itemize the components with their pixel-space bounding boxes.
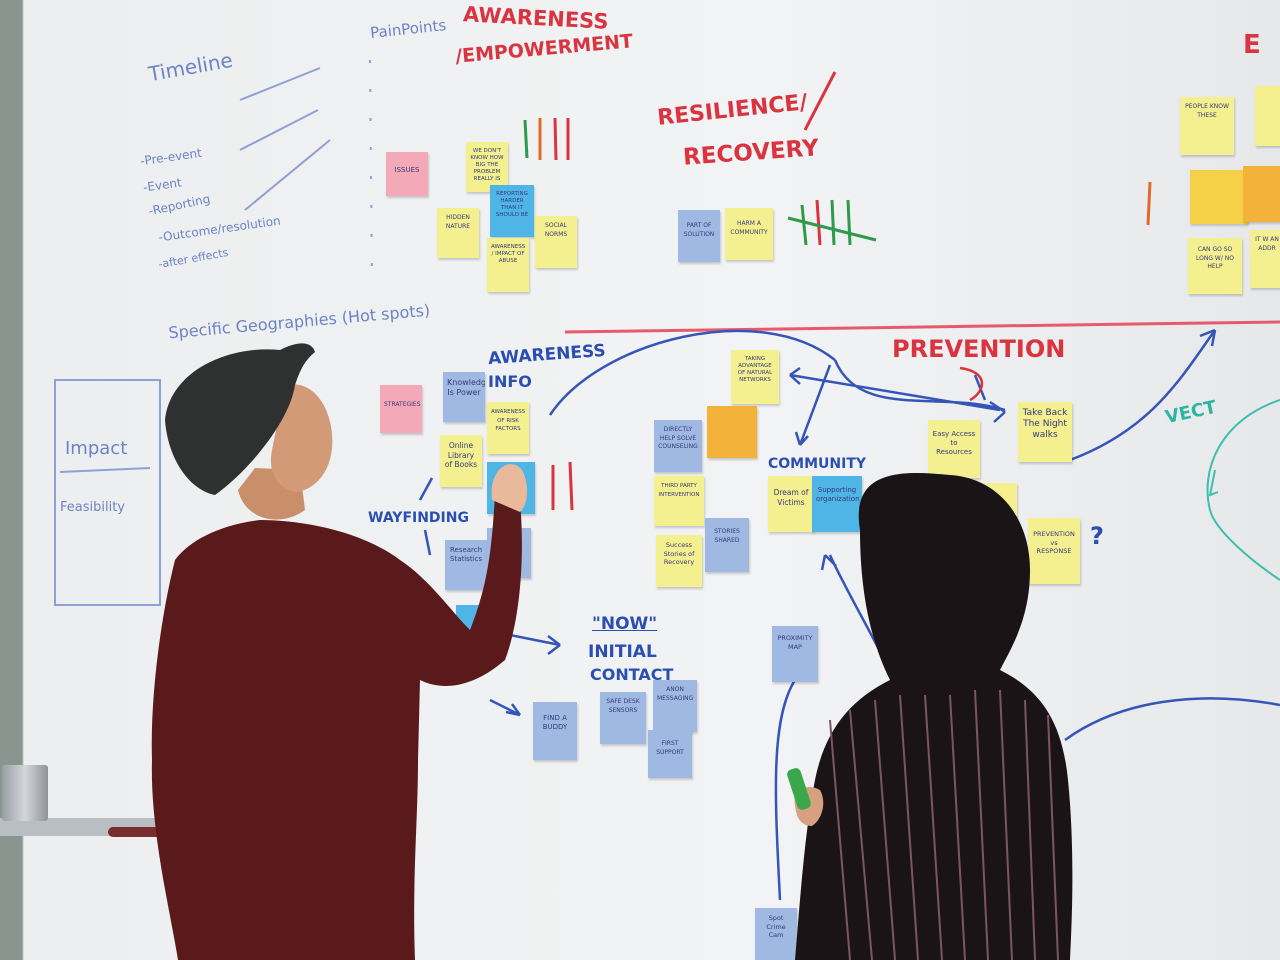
sticky-find-a-buddy[interactable]: FIND A BUDDY [533, 702, 577, 760]
sticky-easy-access[interactable]: Easy Access to Resources [928, 420, 980, 478]
sticky-harm-community[interactable]: HARM A COMMUNITY [725, 208, 773, 260]
sticky-proximity-map[interactable]: PROXIMITY MAP [772, 626, 818, 682]
feasibility-label: Feasibility [60, 500, 125, 515]
person-right-silhouette [795, 473, 1073, 960]
sticky-people-know-these[interactable]: PEOPLE KNOW THESE [1180, 97, 1234, 155]
sticky-top-right-edge[interactable] [1255, 86, 1280, 146]
sticky-social-norms[interactable]: SOCIAL NORMS [535, 216, 577, 268]
sticky-supporting-organization[interactable]: Supporting organization [812, 476, 862, 532]
sticky-prevention-response[interactable]: PREVENTION vs RESPONSE [1028, 518, 1080, 584]
sticky-orange-right[interactable] [1190, 170, 1248, 224]
sticky-knowledge-is-power[interactable]: Knowledge Is Power [443, 372, 485, 422]
impact-label: Impact [65, 438, 128, 459]
sticky-reporting-harder[interactable]: REPORTING HARDER THAN IT SHOULD BE [490, 185, 534, 237]
person-left-shirt [151, 495, 522, 960]
heading-info: INFO [488, 372, 532, 391]
sticky-strategies[interactable]: STRATEGIES [380, 385, 422, 433]
heading-wayfinding: WAYFINDING [368, 510, 469, 526]
sticky-spot-camera[interactable]: Spot Crime Cam [755, 908, 797, 960]
sticky-right-fragment[interactable]: IT W AN ADDR [1250, 230, 1280, 288]
red-divider-line [564, 320, 1280, 334]
sticky-part-of-solution[interactable]: PART OF SOLUTION [678, 210, 720, 262]
sticky-people-dont-know[interactable]: WE DON'T KNOW HOW BIG THE PROBLEM REALLY… [466, 142, 508, 192]
impact-box [54, 379, 161, 606]
sticky-first-support[interactable]: FIRST SUPPORT [648, 730, 692, 778]
sticky-research-statistics[interactable]: Research Statistics [445, 540, 487, 590]
person-left-hand [491, 464, 528, 512]
pencil-cup-icon [2, 765, 48, 821]
person-left-cap [165, 343, 315, 495]
sticky-third-party[interactable]: THIRD PARTY INTERVENTION [654, 476, 704, 526]
marker-pen-icon[interactable] [108, 827, 178, 837]
sticky-hidden-nature[interactable]: HIDDEN NATURE [437, 208, 479, 258]
sticky-directly-help[interactable]: DIRECTLY HELP SOLVE COUNSELING [654, 420, 702, 472]
sticky-orange-edge[interactable] [1243, 166, 1280, 222]
sticky-issues[interactable]: ISSUES [386, 152, 428, 196]
heading-prevention: PREVENTION [892, 335, 1066, 363]
heading-community: COMMUNITY [768, 456, 867, 472]
sticky-dream-of-victims[interactable]: Dream of Victims [768, 476, 814, 532]
sticky-anon-messaging[interactable]: ANON MESSAGING [653, 680, 697, 732]
sticky-can-go-so-long[interactable]: CAN GO SO LONG W/ NO HELP [1188, 238, 1242, 294]
sticky-safe-sensors[interactable]: SAFE DESK SENSORS [600, 692, 646, 744]
sticky-awareness-risk[interactable]: AWARENESS OF RISK FACTORS [487, 402, 529, 454]
sticky-success-stories[interactable]: Success Stories of Recovery [656, 535, 702, 587]
question-mark: ? [1090, 522, 1104, 550]
sticky-stories-shared[interactable]: STORIES SHARED [705, 518, 749, 572]
sticky-orange-center[interactable] [707, 406, 757, 458]
heading-contact: CONTACT [590, 665, 674, 684]
sticky-online-library[interactable]: Online Library of Books [440, 435, 482, 487]
sticky-take-back-night[interactable]: Take Back The Night walks [1018, 402, 1072, 462]
heading-initial: INITIAL [588, 642, 657, 662]
sticky-taking-advantage[interactable]: TAKING ADVANTAGE OF NATURAL NETWORKS [731, 350, 779, 404]
marker-pen-icon[interactable] [786, 767, 812, 811]
heading-top-right-fragment: E [1243, 30, 1261, 60]
heading-now: "NOW" [592, 614, 658, 634]
sticky-awareness-of-abuse[interactable]: AWARENESS / IMPACT OF ABUSE [487, 238, 529, 292]
